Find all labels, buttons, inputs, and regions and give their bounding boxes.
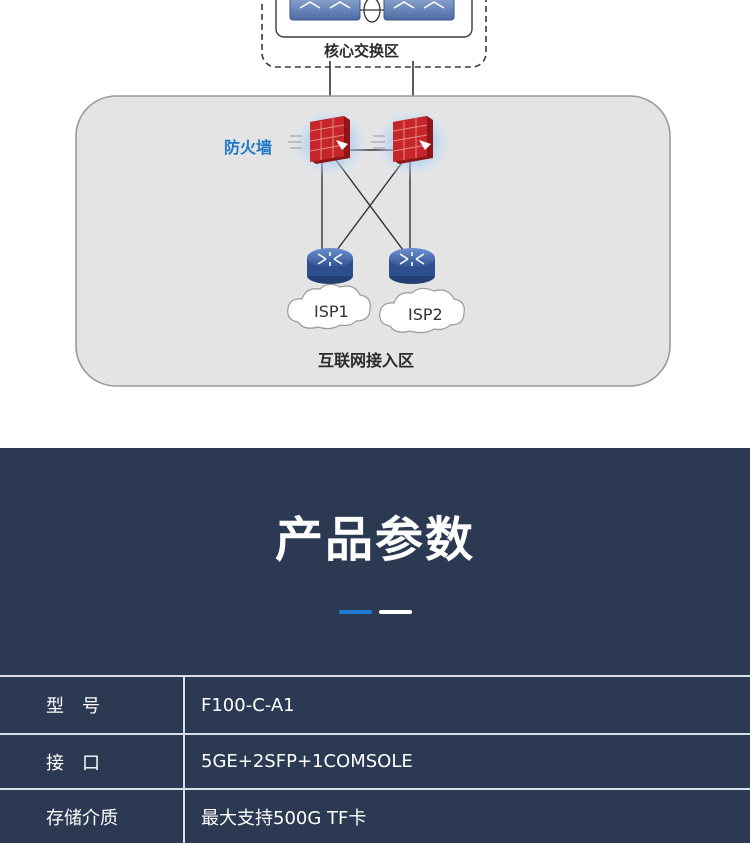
table-row: 存储介质 最大支持500G TF卡 (0, 788, 750, 844)
table-row: 型号 F100-C-A1 (0, 675, 750, 734)
firewall-icon-left (288, 107, 370, 179)
internet-access-zone (75, 95, 671, 387)
isp2-cloud-icon (379, 287, 465, 334)
isp2-label: ISP2 (408, 305, 443, 324)
isp1-label: ISP1 (314, 302, 349, 321)
product-parameters-section: 产品参数 型号 F100-C-A1 接口 5GE+2SFP+1COMSOLE 存… (0, 448, 750, 844)
spec-key: 接口 (0, 733, 185, 789)
spec-table: 型号 F100-C-A1 接口 5GE+2SFP+1COMSOLE 存储介质 最… (0, 675, 750, 844)
spec-value: 5GE+2SFP+1COMSOLE (184, 733, 750, 789)
spec-value: 最大支持500G TF卡 (184, 788, 750, 844)
underline-blue-bar (339, 610, 372, 614)
spec-value: F100-C-A1 (184, 675, 750, 734)
table-row: 接口 5GE+2SFP+1COMSOLE (0, 733, 750, 789)
internet-zone-label: 互联网接入区 (318, 351, 415, 370)
core-switch-icon (289, 0, 455, 23)
firewall-icon-right (371, 107, 453, 179)
core-zone-label: 核心交换区 (324, 42, 400, 60)
network-topology-diagram: 核心交换区 防火墙 ISP1 ISP2 互联网接入区 (75, 0, 671, 387)
firewall-label: 防火墙 (224, 138, 273, 157)
spec-key: 存储介质 (0, 788, 185, 844)
spec-key: 型号 (0, 675, 185, 734)
router-icon-right (389, 248, 435, 284)
section-title: 产品参数 (274, 512, 475, 568)
topology-graphic (75, 0, 671, 387)
title-underline-decoration (339, 610, 412, 614)
isp1-cloud-icon (287, 283, 371, 330)
underline-white-bar (379, 610, 412, 614)
router-icon-left (307, 248, 353, 284)
